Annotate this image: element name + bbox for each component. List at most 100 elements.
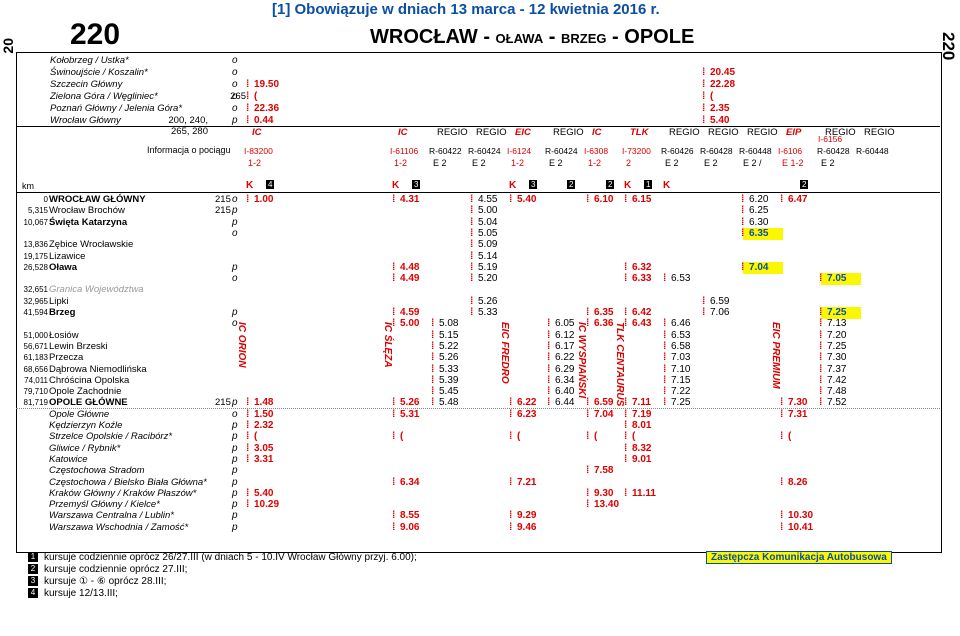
replacement-bus-notice: Zastępcza Komunikacja Autobusowa	[706, 551, 892, 564]
train-number: I-83200	[244, 146, 273, 156]
time-cell: 7.13	[827, 318, 847, 329]
track-mark: ⁞	[624, 488, 628, 499]
time-cell: 5.05	[478, 228, 498, 239]
time-cell: 5.00	[478, 205, 498, 216]
train-class: E 1-2	[782, 158, 804, 168]
track-mark: ⁞	[624, 420, 628, 431]
station-line-ref: 215	[215, 205, 231, 216]
route-part: WROCŁAW	[370, 26, 478, 48]
track-mark: ⁞	[819, 375, 823, 386]
train-number: R-60448	[739, 146, 772, 156]
feeder-time: (	[710, 91, 714, 102]
station-km: 5,315	[27, 206, 48, 215]
track-mark: ⁞	[819, 397, 823, 408]
time-cell: 6.32	[632, 262, 652, 273]
track-mark: ⁞	[470, 205, 474, 216]
time-cell: 7.58	[594, 465, 614, 476]
track-mark: ⁞	[780, 431, 784, 442]
route-part: OPOLE	[624, 26, 695, 48]
train-category: IC	[398, 127, 408, 138]
time-cell: 5.26	[400, 397, 420, 408]
track-mark: ⁞	[586, 499, 590, 510]
time-cell: 8.55	[400, 510, 420, 521]
track-mark: ⁞	[780, 522, 784, 533]
station-time-type: p	[232, 510, 238, 521]
feeder-station-name: Zielona Góra / Węgliniec*	[50, 91, 158, 102]
feeder-time-type: o	[232, 103, 238, 114]
station-name: Oława	[49, 262, 77, 273]
track-mark: ⁞	[246, 488, 250, 499]
station-time-type: p	[232, 431, 238, 442]
highlight-cell	[743, 228, 783, 240]
track-mark: ⁞	[624, 454, 628, 465]
train-category: REGIO	[708, 127, 739, 138]
feeder-time-type: o	[232, 79, 238, 90]
station-km: 68,656	[23, 365, 48, 374]
footnote-ref-badge: 1	[644, 180, 653, 189]
track-mark: ⁞	[741, 217, 745, 228]
time-cell: 6.53	[671, 330, 691, 341]
station-time-type: o	[232, 228, 238, 239]
station-time-type: p	[232, 477, 238, 488]
track-mark: ⁞	[547, 352, 551, 363]
track-mark: ⁞	[702, 296, 706, 307]
track-mark: ⁞	[663, 364, 667, 375]
time-cell: 10.30	[788, 510, 814, 521]
feeder-track-mark: ⁞	[702, 91, 706, 102]
footnote-text: kursuje codziennie oprócz 27.III;	[44, 564, 188, 575]
track-mark: ⁞	[470, 296, 474, 307]
track-mark: ⁞	[547, 330, 551, 341]
time-cell: 7.22	[671, 386, 691, 397]
station-name: Częstochowa Stradom	[49, 465, 145, 476]
time-cell: 6.05	[555, 318, 575, 329]
station-name: Granica Województwa	[49, 284, 144, 295]
track-mark: ⁞	[663, 318, 667, 329]
train-class: E 2	[472, 158, 486, 168]
track-mark: ⁞	[663, 397, 667, 408]
time-cell: 6.29	[555, 364, 575, 375]
station-km: 41,594	[23, 308, 48, 317]
timetable-frame	[16, 52, 942, 553]
station-name: Brzeg	[49, 307, 76, 318]
train-category: EIP	[786, 127, 802, 138]
footnote-ref-badge: 4	[266, 180, 275, 189]
train-category: REGIO	[825, 127, 856, 138]
highlight-cell	[743, 262, 783, 274]
time-cell: 7.30	[788, 397, 808, 408]
train-marker: K	[246, 180, 254, 191]
feeder-station-name: Szczecin Główny	[50, 79, 123, 90]
track-mark: ⁞	[392, 477, 396, 488]
track-mark: ⁞	[624, 273, 628, 284]
train-info-label: Informacja o pociągu	[147, 145, 231, 155]
track-mark: ⁞	[819, 386, 823, 397]
train-name: IC WYSPIAŃSKI	[576, 322, 587, 399]
track-mark: ⁞	[780, 397, 784, 408]
feeder-time: 22.36	[254, 103, 280, 114]
time-cell: 7.03	[671, 352, 691, 363]
track-mark: ⁞	[624, 194, 628, 205]
feeder-track-mark: ⁞	[246, 103, 250, 114]
train-class: E 2 /	[743, 158, 762, 168]
time-cell: 6.40	[555, 386, 575, 397]
time-cell: 5.22	[439, 341, 459, 352]
time-cell: 5.15	[439, 330, 459, 341]
train-category: REGIO	[669, 127, 700, 138]
track-mark: ⁞	[663, 341, 667, 352]
time-cell: 6.36	[594, 318, 614, 329]
train-number: R-60426	[661, 146, 694, 156]
time-cell: (	[594, 431, 598, 442]
station-line-ref: 215	[215, 397, 231, 408]
time-cell: 6.47	[788, 194, 808, 205]
feeder-station-name: Kołobrzeg / Ustka*	[50, 55, 129, 66]
station-name: Przecza	[49, 352, 84, 363]
train-number: R-60448	[856, 146, 889, 156]
time-cell: 6.34	[555, 375, 575, 386]
footnote-key-badge: 3	[28, 576, 38, 587]
train-category: IC	[252, 127, 262, 138]
station-name: Przemyśl Główny / Kielce*	[49, 499, 160, 510]
track-mark: ⁞	[431, 397, 435, 408]
time-cell: 4.49	[400, 273, 420, 284]
track-mark: ⁞	[586, 318, 590, 329]
train-class: E 2	[433, 158, 447, 168]
